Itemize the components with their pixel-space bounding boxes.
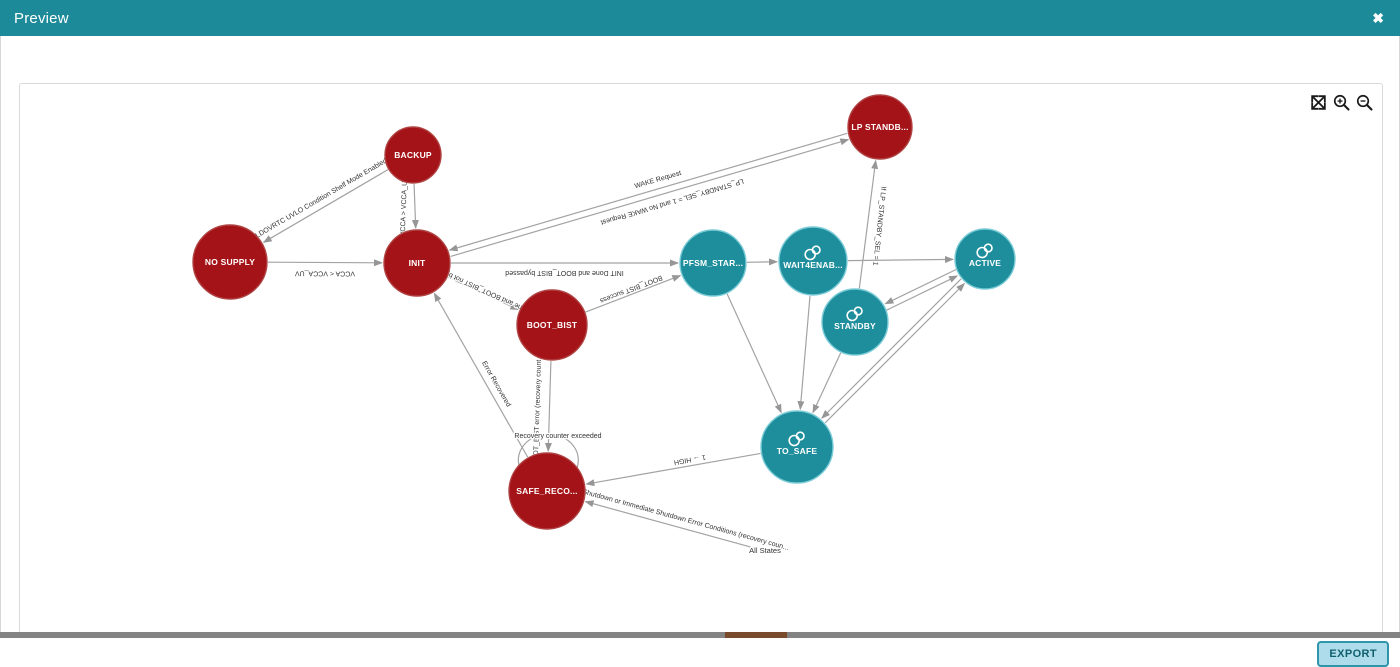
state-circle[interactable] — [384, 126, 442, 184]
fit-to-screen-icon[interactable] — [1308, 92, 1328, 112]
state-circle[interactable] — [760, 410, 834, 484]
state-circle[interactable] — [679, 229, 747, 297]
state-node-backup[interactable]: BACKUP — [384, 126, 442, 184]
state-node-standby[interactable]: STANDBY — [821, 288, 889, 356]
state-circle[interactable] — [821, 288, 889, 356]
state-circle[interactable] — [516, 289, 588, 361]
zoom-in-icon[interactable] — [1331, 92, 1351, 112]
state-node-no_supply[interactable]: NO SUPPLY — [192, 224, 268, 300]
zoom-out-icon[interactable] — [1354, 92, 1374, 112]
state-node-init[interactable]: INIT — [383, 229, 451, 297]
link-icon — [788, 431, 805, 447]
state-label: STANDBY — [834, 321, 876, 331]
state-circle[interactable] — [508, 452, 586, 530]
link-icon — [846, 306, 863, 322]
state-node-safe_recovery[interactable]: SAFE_RECO... — [508, 452, 586, 530]
state-circle[interactable] — [954, 228, 1016, 290]
state-node-boot_bist[interactable]: BOOT_BIST — [516, 289, 588, 361]
state-label: INIT — [409, 258, 426, 268]
state-label: SAFE_RECO... — [516, 486, 577, 496]
close-icon[interactable]: ✖ — [1372, 10, 1384, 26]
state-label: NO SUPPLY — [205, 257, 255, 267]
state-label: WAIT4ENAB... — [783, 260, 843, 270]
state-label: BOOT_BIST — [527, 320, 578, 330]
state-node-lp_standby[interactable]: LP STANDB... — [847, 94, 913, 160]
canvas-toolbar — [1308, 92, 1374, 112]
state-node-active[interactable]: ACTIVE — [954, 228, 1016, 290]
modal-body: EXPORT — [0, 36, 1400, 667]
state-circle[interactable] — [778, 226, 848, 296]
link-icon — [804, 245, 821, 261]
diagram-canvas — [19, 83, 1383, 636]
export-button[interactable]: EXPORT — [1317, 641, 1389, 667]
state-label: TO_SAFE — [777, 446, 818, 456]
state-label: PFSM_STAR... — [683, 258, 743, 268]
state-label: ACTIVE — [969, 258, 1002, 268]
state-circle[interactable] — [383, 229, 451, 297]
state-label: LP STANDB... — [851, 122, 908, 132]
state-circle[interactable] — [847, 94, 913, 160]
background-image-fragment — [725, 632, 787, 638]
modal-header: Preview ✖ — [0, 0, 1400, 36]
state-node-pfsm_start[interactable]: PFSM_STAR... — [679, 229, 747, 297]
background-page-strip — [0, 632, 1400, 638]
modal-title: Preview — [14, 9, 69, 27]
state-node-to_safe[interactable]: TO_SAFE — [760, 410, 834, 484]
link-icon — [976, 243, 993, 259]
nodes-layer: BACKUP NO SUPPLY INIT BOOT_BIST PFSM_STAR...… — [192, 94, 1016, 556]
state-label: BACKUP — [394, 150, 432, 160]
state-circle[interactable] — [192, 224, 268, 300]
state-node-wait4enable[interactable]: WAIT4ENAB... — [778, 226, 848, 296]
